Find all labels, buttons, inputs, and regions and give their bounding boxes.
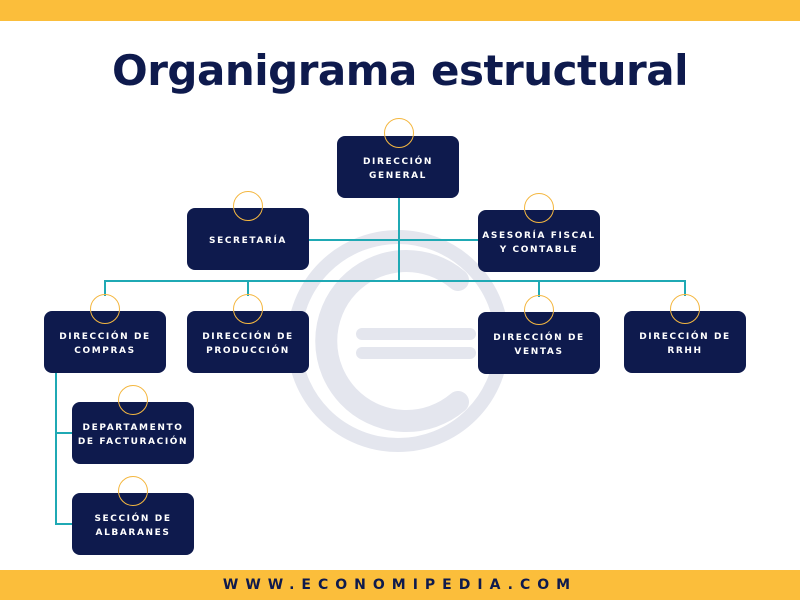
node-label: DIRECCIÓN GENERAL [362,157,434,181]
ring-icon [524,295,554,325]
node-label: DIRECCIÓN DE RRHH [639,332,731,356]
page-title: Organigrama estructural [112,46,688,95]
node-label: SECCIÓN DE ALBARANES [94,514,172,538]
ring-icon [233,294,263,324]
bottom-accent-bar: WWW.ECONOMIPEDIA.COM [0,570,800,600]
ring-icon [670,294,700,324]
ring-icon [384,118,414,148]
footer-website: WWW.ECONOMIPEDIA.COM [222,577,578,593]
ring-icon [118,476,148,506]
node-label: DEPARTAMENTO DE FACTURACIÓN [77,423,189,447]
node-label: ASESORÍA FISCAL Y CONTABLE [482,231,596,255]
ring-icon [90,294,120,324]
node-label: DIRECCIÓN DE COMPRAS [59,332,151,356]
ring-icon [524,193,554,223]
node-label: DIRECCIÓN DE PRODUCCIÓN [202,332,294,356]
ring-icon [118,385,148,415]
ring-icon [233,191,263,221]
node-label: DIRECCIÓN DE VENTAS [493,333,585,357]
top-accent-bar [0,0,800,21]
node-label: SECRETARÍA [209,236,287,246]
